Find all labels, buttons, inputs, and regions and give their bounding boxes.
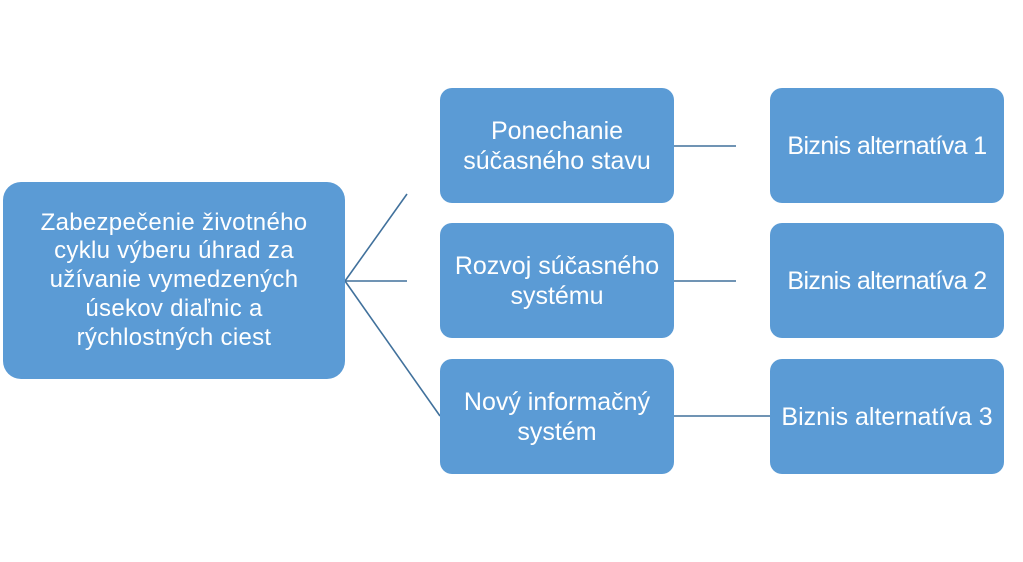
branch-node-3-label: Nový informačný systém [463, 387, 651, 446]
alternative-node-2: Biznis alternatíva 2 [770, 223, 1004, 338]
branch-node-1-label: Ponechanie súčasného stavu [463, 116, 651, 175]
alternative-node-2-label: Biznis alternatíva 2 [787, 266, 987, 295]
branch-node-2: Rozvoj súčasného systému [440, 223, 674, 338]
alternative-node-3-label: Biznis alternatíva 3 [781, 402, 993, 431]
connector-root-to-branch-1 [344, 193, 408, 282]
branch-node-1: Ponechanie súčasného stavu [440, 88, 674, 203]
branch-node-3: Nový informačný systém [440, 359, 674, 474]
root-node: Zabezpečenie životného cyklu výberu úhra… [3, 182, 345, 379]
root-node-label: Zabezpečenie životného cyklu výberu úhra… [40, 208, 308, 351]
alternative-node-1-label: Biznis alternatíva 1 [787, 131, 987, 160]
alternative-node-3: Biznis alternatíva 3 [770, 359, 1004, 474]
connector-root-to-branch-3 [344, 280, 441, 417]
alternative-node-1: Biznis alternatíva 1 [770, 88, 1004, 203]
branch-node-2-label: Rozvoj súčasného systému [454, 251, 660, 310]
